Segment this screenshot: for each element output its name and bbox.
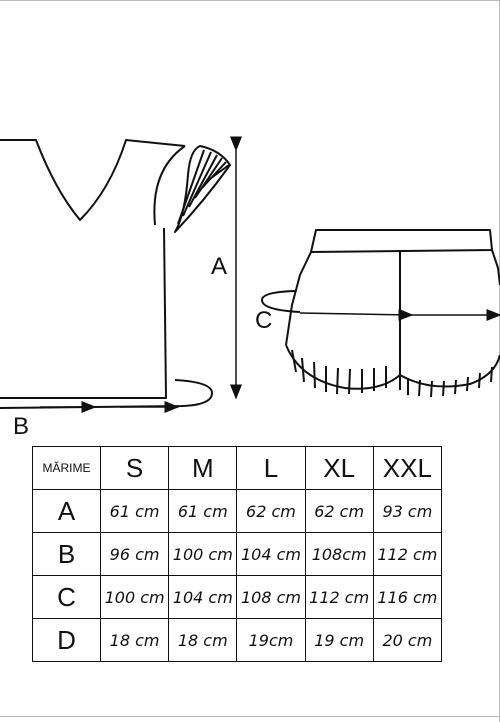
size-column-header: L xyxy=(236,446,306,490)
table-cell: 18 cm xyxy=(99,618,170,662)
size-column-header: XXL xyxy=(372,446,443,490)
table-cell: 93 cm xyxy=(372,489,443,533)
table-cell: 100 cm xyxy=(99,575,170,619)
table-cell: 108 cm xyxy=(236,575,306,619)
table-cell: 96 cm xyxy=(99,532,170,576)
table-cell: 104 cm xyxy=(168,575,238,619)
table-row: D 18 cm 18 cm 19cm 19 cm 20 cm xyxy=(32,618,443,662)
table-cell: 19cm xyxy=(236,618,306,662)
table-cell: 100 cm xyxy=(168,532,238,576)
size-column-header: S xyxy=(99,446,170,490)
table-cell: 112 cm xyxy=(372,532,443,576)
table-cell: 61 cm xyxy=(168,489,238,533)
row-label: A xyxy=(32,489,101,533)
table-header-row: MĂRIME S M L XL XXL xyxy=(32,446,443,490)
table-row: C 100 cm 104 cm 108 cm 112 cm 116 cm xyxy=(32,575,443,619)
table-cell: 20 cm xyxy=(372,618,443,662)
top-garment-drawing xyxy=(0,139,231,409)
bottom-border-line xyxy=(0,716,500,717)
size-chart-table: MĂRIME S M L XL XXL A 61 cm 61 cm 62 cm … xyxy=(32,446,443,662)
garment-illustration xyxy=(0,136,500,413)
table-cell: 19 cm xyxy=(304,618,374,662)
table-cell: 62 cm xyxy=(236,489,306,533)
table-row: B 96 cm 100 cm 104 cm 108cm 112 cm xyxy=(32,532,443,576)
table-row: A 61 cm 61 cm 62 cm 62 cm 93 cm xyxy=(32,489,443,533)
dimension-label-c: C xyxy=(255,307,273,334)
table-cell: 112 cm xyxy=(304,575,374,619)
size-column-header: M xyxy=(168,446,238,490)
table-cell: 104 cm xyxy=(236,532,306,576)
dimension-label-a: A xyxy=(211,253,228,280)
arrow-c xyxy=(299,308,500,321)
shorts-drawing xyxy=(261,229,500,398)
row-label: C xyxy=(32,575,101,619)
row-label: D xyxy=(32,618,101,662)
top-border-line xyxy=(0,0,500,1)
size-column-header: XL xyxy=(304,446,374,490)
size-header-cell: MĂRIME xyxy=(32,446,101,490)
table-cell: 116 cm xyxy=(372,575,443,619)
table-cell: 62 cm xyxy=(304,489,374,533)
table-cell: 61 cm xyxy=(99,489,170,533)
row-label: B xyxy=(32,532,101,576)
dimension-label-b: B xyxy=(13,413,30,440)
table-cell: 108cm xyxy=(304,532,374,576)
table-cell: 18 cm xyxy=(168,618,238,662)
